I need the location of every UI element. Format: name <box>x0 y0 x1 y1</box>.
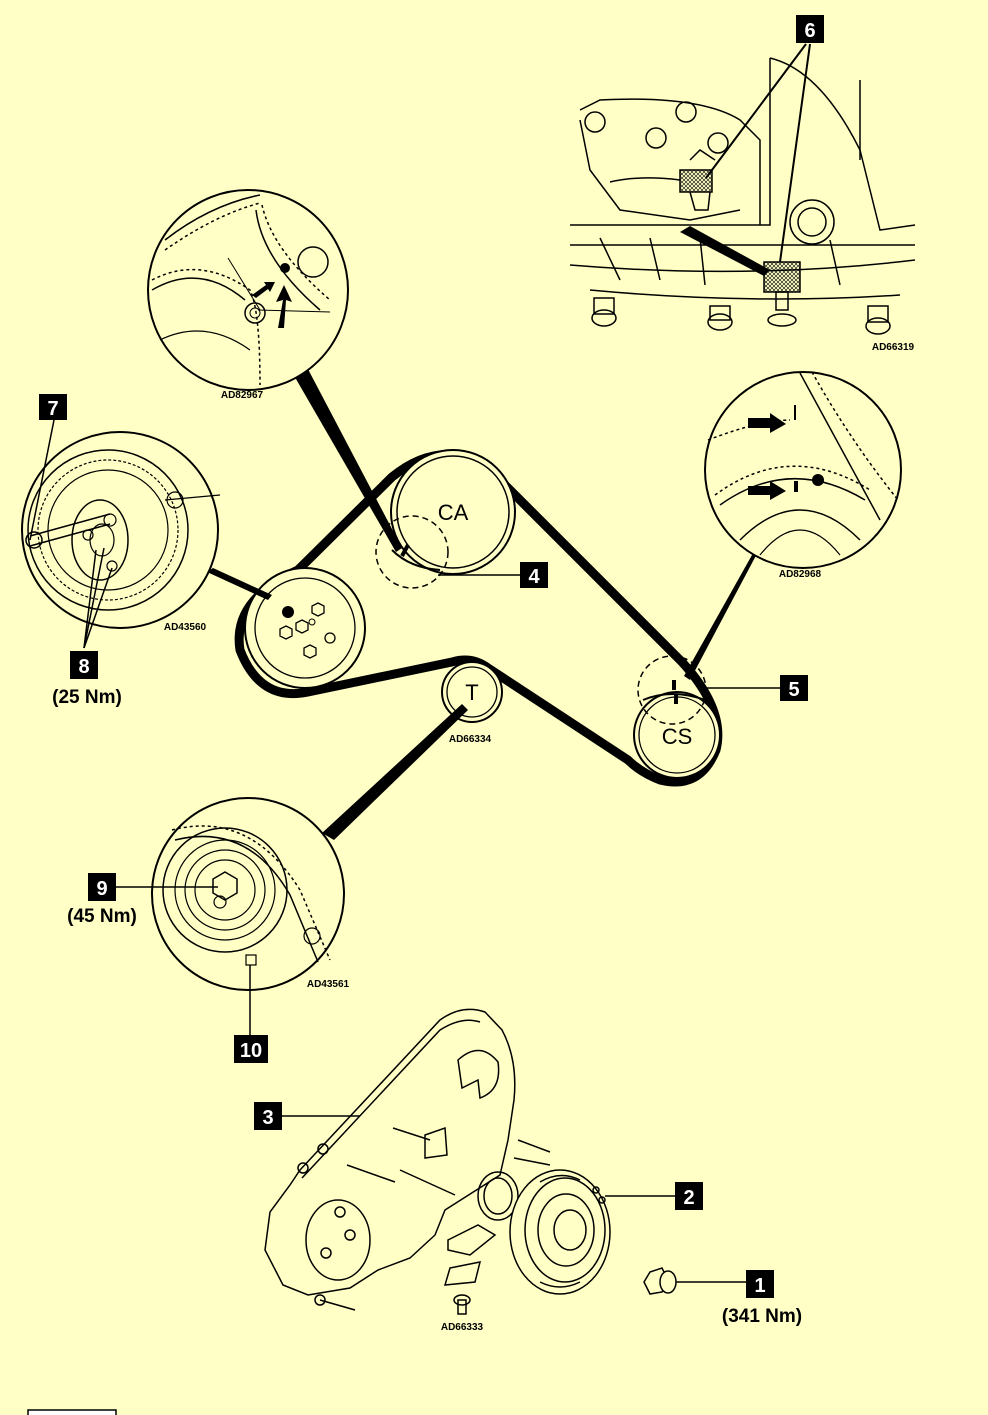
torque-8: (25 Nm) <box>52 687 122 708</box>
locking-pin-leaders <box>680 43 811 276</box>
ref-ad43560: AD43560 <box>164 622 207 633</box>
svg-text:8: 8 <box>78 656 89 678</box>
callout-3: 3 <box>254 1102 282 1130</box>
callout-9: 9 <box>88 873 116 901</box>
callout-7: 7 <box>39 394 67 420</box>
torque-1: (341 Nm) <box>722 1306 802 1327</box>
engine-block-detail <box>569 57 916 335</box>
timing-cover-assembly <box>264 1008 551 1315</box>
ref-ad66334: AD66334 <box>449 734 492 745</box>
crankshaft-label: CS <box>662 724 693 749</box>
svg-text:10: 10 <box>240 1040 262 1062</box>
ref-ad43561: AD43561 <box>307 979 350 990</box>
crankshaft-pulley-exploded <box>509 1169 611 1295</box>
callout-leaders <box>29 419 780 1283</box>
svg-text:4: 4 <box>528 566 540 588</box>
callout-2: 2 <box>675 1182 703 1210</box>
callout-5: 5 <box>780 675 808 701</box>
tensioner-label: T <box>465 680 478 705</box>
camshaft-label: CA <box>438 500 469 525</box>
camshaft-timing-mark <box>375 515 449 589</box>
ref-ad82968: AD82968 <box>779 569 822 580</box>
callout-8: 8 <box>70 651 98 679</box>
svg-text:9: 9 <box>96 878 107 900</box>
detail-tensioner <box>151 797 345 991</box>
crankshaft-timing-mark <box>637 655 707 725</box>
detail-leaders <box>207 352 760 840</box>
callout-1: 1 <box>746 1270 774 1298</box>
ref-ad66319: AD66319 <box>872 342 915 353</box>
svg-text:7: 7 <box>47 398 58 420</box>
torque-9: (45 Nm) <box>67 906 137 927</box>
injection-pump-pulley <box>244 567 366 689</box>
crankshaft-pulley: CS <box>633 691 721 779</box>
page-tab <box>27 1409 117 1415</box>
detail-crankshaft-alignment <box>704 371 902 569</box>
detail-camshaft-alignment <box>147 189 349 391</box>
svg-text:5: 5 <box>788 679 799 701</box>
tensioner-pulley: T <box>441 661 503 723</box>
ref-ad66333: AD66333 <box>441 1322 484 1333</box>
callout-6: 6 <box>796 15 824 43</box>
detail-pump-locking <box>21 431 221 629</box>
callout-4: 4 <box>520 562 548 588</box>
svg-text:2: 2 <box>683 1187 694 1209</box>
ref-ad82967: AD82967 <box>221 390 264 401</box>
camshaft-pulley: CA <box>390 449 516 575</box>
svg-text:3: 3 <box>262 1107 273 1129</box>
callout-10: 10 <box>234 1035 268 1063</box>
svg-text:1: 1 <box>754 1275 765 1297</box>
svg-text:6: 6 <box>804 20 815 42</box>
crankshaft-bolt-exploded <box>643 1267 677 1295</box>
